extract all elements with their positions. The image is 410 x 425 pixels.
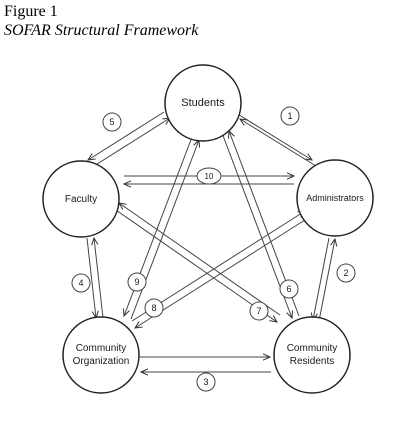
badge-8: 8: [144, 298, 164, 318]
badge-9: 9: [127, 272, 147, 292]
svg-text:7: 7: [256, 306, 261, 316]
svg-text:6: 6: [286, 284, 291, 294]
badge-1: 1: [280, 106, 300, 126]
node-community-organization: Community Organization: [62, 316, 140, 394]
svg-text:10: 10: [205, 172, 214, 181]
connector-2: [313, 238, 335, 321]
svg-text:Faculty: Faculty: [65, 194, 97, 205]
svg-text:1: 1: [287, 111, 292, 121]
svg-text:3: 3: [203, 377, 208, 387]
node-students: Students: [164, 64, 242, 142]
svg-text:2: 2: [343, 268, 348, 278]
node-administrators: Administrators: [296, 159, 374, 237]
svg-text:9: 9: [134, 277, 139, 287]
connector-7: [115, 203, 281, 322]
figure-label: Figure 1: [4, 3, 58, 20]
badge-10: 10: [196, 167, 222, 185]
svg-text:4: 4: [78, 278, 83, 288]
connector-3: [140, 357, 271, 372]
svg-text:Students: Students: [181, 97, 225, 109]
svg-text:Community: Community: [76, 343, 127, 354]
connector-5: [88, 111, 170, 167]
svg-text:5: 5: [109, 117, 114, 127]
node-faculty: Faculty: [42, 160, 120, 238]
connector-9: [124, 136, 199, 320]
figure-title: SOFAR Structural Framework: [4, 22, 199, 39]
svg-text:Administrators: Administrators: [306, 193, 364, 203]
badge-4: 4: [71, 273, 91, 293]
svg-text:Community: Community: [287, 343, 338, 354]
svg-text:Organization: Organization: [73, 356, 130, 367]
svg-text:8: 8: [151, 303, 156, 313]
badge-7: 7: [249, 301, 269, 321]
connector-1: [235, 112, 317, 167]
badge-2: 2: [336, 263, 356, 283]
badge-6: 6: [279, 279, 299, 299]
badge-3: 3: [196, 372, 216, 392]
badge-5: 5: [102, 112, 122, 132]
svg-text:Residents: Residents: [290, 356, 334, 367]
connector-4: [86, 238, 104, 318]
node-community-residents: Community Residents: [273, 316, 351, 394]
